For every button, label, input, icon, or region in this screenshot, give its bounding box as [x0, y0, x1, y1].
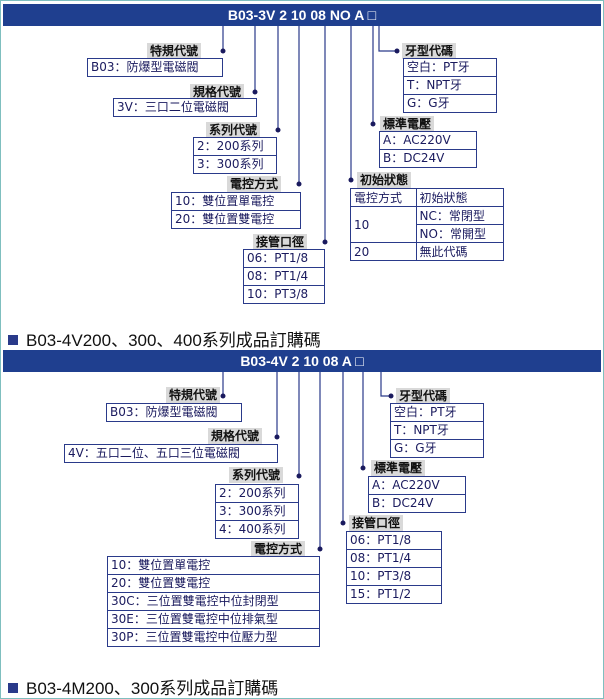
initial-state-no: NO：常開型	[415, 224, 505, 243]
port-size-box-2: 06：PT1/8 08：PT1/4 10：PT3/8 15：PT1/2	[346, 531, 442, 604]
control-mode-row: 10：雙位置單電控	[175, 194, 275, 208]
voltage-label-1: 標準電壓	[380, 116, 435, 132]
control-mode-row: 30C：三位置雙電控中位封閉型	[108, 592, 319, 610]
thread-code-label-1: 牙型代碼	[402, 43, 457, 59]
thread-code-box-2: 空白：PT牙 T：NPT牙 G：G牙	[390, 403, 484, 458]
port-size-row: 15：PT1/2	[347, 585, 441, 603]
special-code-box-1: B03：防爆型電磁閥	[87, 58, 223, 77]
series-code-row: 3：300系列	[194, 155, 276, 173]
series-code-row: 2：200系列	[197, 139, 264, 153]
thread-code-row: G：G牙	[391, 439, 483, 457]
section-heading-2: B03-4M200、300系列成品訂購碼	[8, 674, 278, 699]
initial-state-header-control: 電控方式	[350, 188, 417, 207]
series-code-label-1: 系列代號	[206, 122, 261, 138]
bullet-square-icon	[8, 683, 18, 693]
control-mode-box-2: 10：雙位置單電控 20：雙位置雙電控 30C：三位置雙電控中位封閉型 30E：…	[107, 556, 320, 647]
port-size-row: 10：PT3/8	[347, 567, 441, 585]
section-heading-1: B03-4V200、300、400系列成品訂購碼	[8, 326, 321, 351]
initial-state-code-10: 10	[350, 206, 417, 243]
spec-code-box-1: 3V：三口二位電磁閥	[113, 98, 257, 117]
port-size-row: 06：PT1/8	[350, 533, 412, 547]
series-code-box-1: 2：200系列 3：300系列	[193, 137, 277, 174]
spec-code-row: 4V：五口二位、五口三位電磁閥	[68, 446, 240, 460]
thread-code-box-1: 空白：PT牙 T：NPT牙 G：G牙	[403, 58, 497, 113]
port-size-box-1: 06：PT1/8 08：PT1/4 10：PT3/8	[243, 249, 325, 304]
control-mode-row: 10：雙位置單電控	[111, 558, 211, 572]
voltage-box-2: A：AC220V B：DC24V	[368, 476, 466, 513]
initial-state-label: 初始狀態	[357, 172, 412, 188]
control-mode-box-1: 10：雙位置單電控 20：雙位置雙電控	[171, 192, 301, 229]
initial-state-table: 電控方式 初始狀態 10 NC：常閉型 NO：常開型 20 無此代碼	[350, 188, 505, 261]
series-code-row: 2：200系列	[219, 486, 286, 500]
model-code-bar-2: B03-4V 2 10 08 A □	[3, 350, 601, 372]
thread-code-row: T：NPT牙	[391, 421, 483, 439]
control-mode-label-2: 電控方式	[251, 541, 306, 557]
special-code-label-1: 特規代號	[147, 43, 202, 59]
voltage-row: B：DC24V	[369, 494, 465, 512]
series-code-row: 3：300系列	[216, 502, 298, 520]
special-code-label-2: 特規代號	[166, 387, 221, 403]
voltage-row: A：AC220V	[372, 478, 440, 492]
thread-code-row: T：NPT牙	[404, 76, 496, 94]
control-mode-row: 20：雙位置雙電控	[108, 574, 319, 592]
bullet-square-icon	[8, 335, 18, 345]
special-code-row: B03：防爆型電磁閥	[110, 405, 218, 419]
port-size-label-1: 接管口徑	[253, 234, 308, 250]
initial-state-none: 無此代碼	[415, 242, 505, 261]
spec-code-row: 3V：三口二位電磁閥	[117, 100, 229, 114]
spec-code-label-2: 規格代號	[208, 428, 263, 444]
special-code-box-2: B03：防爆型電磁閥	[106, 403, 242, 422]
thread-code-row: G：G牙	[404, 94, 496, 112]
control-mode-row: 30E：三位置雙電控中位排氣型	[108, 610, 319, 628]
port-size-row: 08：PT1/4	[347, 549, 441, 567]
control-mode-row: 20：雙位置雙電控	[172, 210, 300, 228]
port-size-row: 06：PT1/8	[247, 251, 309, 265]
thread-code-row: 空白：PT牙	[407, 60, 470, 74]
spec-code-label-1: 規格代號	[190, 84, 245, 100]
model-code-bar-1: B03-3V 2 10 08 NO A □	[3, 4, 601, 26]
series-code-box-2: 2：200系列 3：300系列 4：400系列	[215, 484, 299, 539]
thread-code-label-2: 牙型代碼	[396, 388, 451, 404]
control-mode-row: 30P：三位置雙電控中位壓力型	[108, 628, 319, 646]
voltage-row: A：AC220V	[383, 133, 451, 147]
series-code-label-2: 系列代號	[229, 467, 284, 483]
control-mode-label-1: 電控方式	[227, 176, 282, 192]
thread-code-row: 空白：PT牙	[394, 405, 457, 419]
port-size-row: 08：PT1/4	[244, 267, 324, 285]
series-code-row: 4：400系列	[216, 520, 298, 538]
initial-state-code-20: 20	[350, 242, 417, 261]
port-size-label-2: 接管口徑	[349, 515, 404, 531]
special-code-row: B03：防爆型電磁閥	[91, 60, 199, 74]
voltage-box-1: A：AC220V B：DC24V	[379, 131, 477, 168]
spec-code-box-2: 4V：五口二位、五口三位電磁閥	[64, 444, 278, 463]
port-size-row: 10：PT3/8	[244, 285, 324, 303]
voltage-label-2: 標準電壓	[371, 460, 426, 476]
voltage-row: B：DC24V	[380, 149, 476, 167]
